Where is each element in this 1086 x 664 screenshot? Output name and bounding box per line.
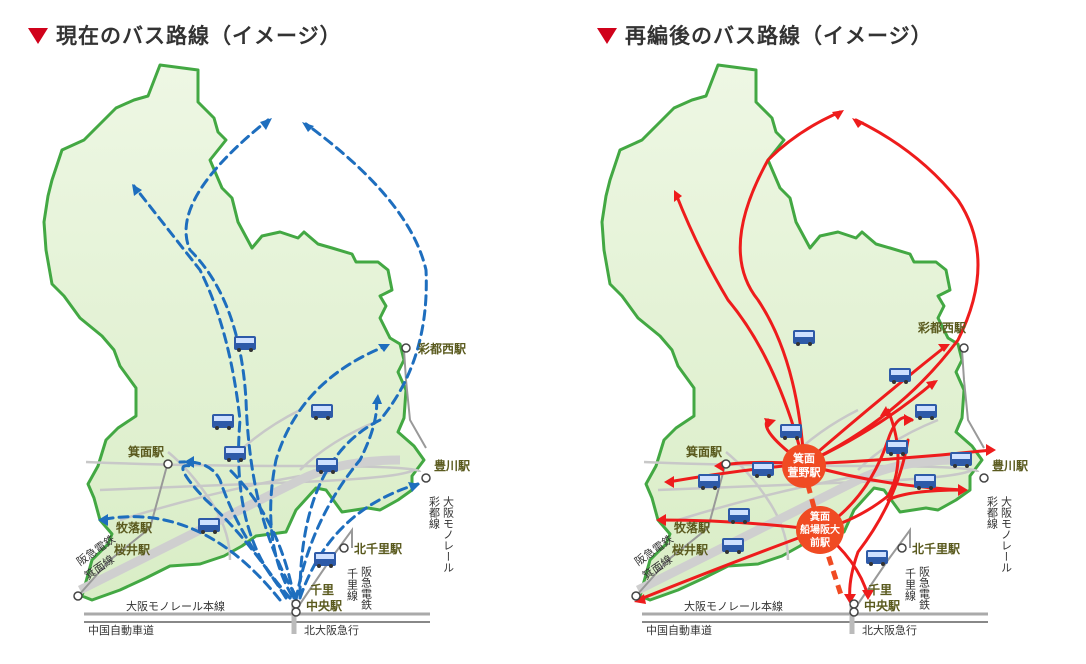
line-label-chugoku: 中国自動車道 — [646, 623, 712, 637]
station-label-chuo: 中央駅 — [306, 598, 343, 613]
station-marker — [979, 473, 989, 483]
station-label-senri: 千里 — [868, 582, 892, 597]
station-marker — [849, 599, 859, 609]
station-marker — [959, 343, 969, 353]
station-marker — [849, 607, 859, 617]
bus-icon — [314, 552, 336, 568]
bus-icon — [198, 518, 220, 534]
station-marker — [291, 607, 301, 617]
line-label-monorail-saito-1: 大阪モノレール — [1000, 495, 1013, 573]
current-routes-title: 現在のバス路線（イメージ） — [28, 20, 342, 50]
current-routes-panel: 現在のバス路線（イメージ） — [28, 20, 471, 637]
station-label-saito-nishi: 彩都西駅 — [417, 341, 467, 356]
station-label-kitasenri: 北千里駅 — [912, 541, 961, 556]
line-label-kitaosaka: 北大阪急行 — [862, 623, 917, 637]
current-bus-routes — [98, 118, 428, 602]
line-label-monorail-saito-2: 彩都線 — [428, 496, 441, 529]
bus-icon — [698, 474, 720, 490]
station-label-toyokawa: 豊川駅 — [992, 458, 1029, 473]
station-label-senri: 千里 — [310, 582, 334, 597]
bus-icon — [212, 414, 234, 430]
station-label-makiochi: 牧落駅 — [116, 520, 153, 535]
hub-label-funaba-3: 前駅 — [810, 536, 831, 549]
hub-funaba: 箕面 船場阪大 前駅 — [796, 506, 844, 554]
station-label-sakurai: 桜井駅 — [672, 542, 709, 557]
station-label-makiochi: 牧落駅 — [674, 520, 711, 535]
bus-icon — [722, 538, 744, 554]
bus-icon — [234, 336, 256, 352]
bus-icons — [698, 330, 972, 566]
bus-icon — [950, 452, 972, 468]
hub-kayano: 箕面 萱野駅 — [782, 444, 826, 488]
station-marker — [721, 459, 731, 469]
bus-icon — [224, 446, 246, 462]
line-label-hankyu-senri-2: 千里線 — [904, 568, 917, 601]
reorganized-routes-title: 再編後のバス路線（イメージ） — [597, 20, 933, 50]
bus-icon — [311, 404, 333, 420]
station-marker — [163, 459, 173, 469]
station-label-kitasenri: 北千里駅 — [354, 541, 403, 556]
line-label-chugoku: 中国自動車道 — [88, 623, 154, 637]
hub-label-kayano-2: 萱野駅 — [788, 465, 821, 479]
station-label-chuo: 中央駅 — [864, 598, 901, 613]
bus-icon — [316, 458, 338, 474]
bus-icon — [889, 368, 911, 384]
line-label-kitaosaka: 北大阪急行 — [304, 623, 359, 637]
line-label-monorail-saito-2: 彩都線 — [986, 496, 999, 529]
line-label-monorail-saito-1: 大阪モノレール — [442, 495, 455, 573]
station-marker — [631, 591, 641, 601]
triangle-marker-icon — [597, 28, 617, 44]
line-label-monorail-main: 大阪モノレール本線 — [126, 599, 225, 613]
station-marker — [73, 591, 83, 601]
bus-icon — [914, 474, 936, 490]
line-label-hankyu-senri-1: 阪急電鉄 — [360, 565, 373, 610]
hub-label-kayano-1: 箕面 — [792, 451, 815, 465]
bus-icon — [915, 404, 937, 420]
station-marker — [339, 543, 349, 553]
station-marker — [897, 543, 907, 553]
bus-icon — [793, 330, 815, 346]
station-marker — [291, 599, 301, 609]
station-marker — [401, 343, 411, 353]
line-label-hankyu-senri-1: 阪急電鉄 — [918, 565, 931, 610]
station-label-minoh: 箕面駅 — [128, 444, 165, 459]
bus-icon — [886, 440, 908, 456]
triangle-marker-icon — [28, 28, 48, 44]
station-label-saito-nishi: 彩都西駅 — [917, 320, 967, 335]
line-label-monorail-main: 大阪モノレール本線 — [684, 599, 783, 613]
bus-icons — [198, 336, 338, 568]
hub-label-funaba-2: 船場阪大 — [800, 523, 840, 536]
reorganized-routes-map: 箕面 萱野駅 箕面 船場阪大 前駅 彩都西駅 豊川駅 箕面駅 牧落駅 桜井駅 北… — [600, 63, 1029, 637]
station-label-sakurai: 桜井駅 — [114, 542, 151, 557]
line-label-hankyu-senri-2: 千里線 — [346, 568, 359, 601]
bus-icon — [728, 508, 750, 524]
bus-icon — [866, 550, 888, 566]
reorganized-routes-panel: 再編後のバス路線（イメージ） — [543, 0, 1086, 664]
station-marker — [421, 473, 431, 483]
station-label-minoh: 箕面駅 — [686, 444, 723, 459]
hub-label-funaba-1: 箕面 — [809, 510, 830, 523]
station-label-toyokawa: 豊川駅 — [434, 458, 471, 473]
bus-icon — [780, 424, 802, 440]
current-routes-map: 彩都西駅 豊川駅 箕面駅 牧落駅 桜井駅 北千里駅 千里 中央駅 大阪モノレール… — [42, 63, 471, 637]
bus-icon — [752, 462, 774, 478]
